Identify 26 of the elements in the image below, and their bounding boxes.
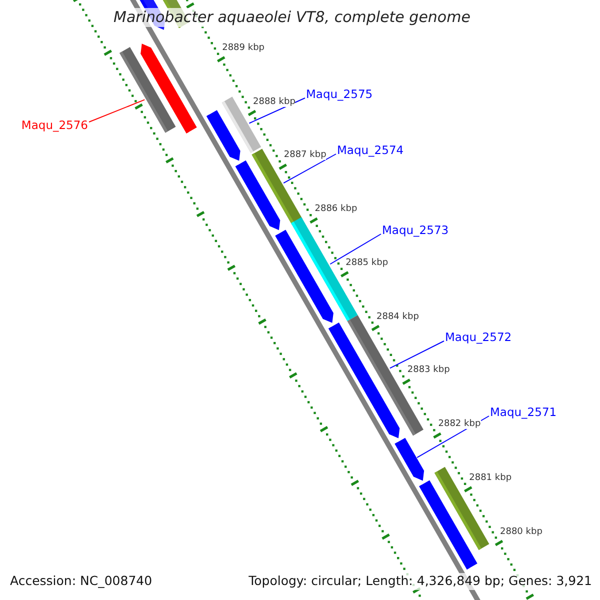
leader-line — [283, 154, 336, 184]
leader-line — [88, 99, 146, 122]
tick-label: 2885 kbp — [346, 258, 388, 268]
gene-label: Maqu_2574 — [337, 145, 404, 157]
leader-line — [330, 234, 382, 265]
gene-label: Maqu_2572 — [445, 332, 512, 344]
gene-feature — [394, 438, 424, 481]
gene-label: Maqu_2576 — [21, 120, 88, 132]
gene-label: Maqu_2573 — [382, 225, 449, 237]
tick-label: 2882 kbp — [438, 420, 481, 430]
tick-label: 2884 kbp — [376, 312, 419, 322]
footer-text: Topology: circular; Length: 4,326,849 bp; Genes: 3,921 — [246, 573, 594, 590]
tick-label: 2887 kbp — [284, 151, 326, 160]
gene-feature — [120, 44, 197, 134]
footer-text: Accession: NC_008740 — [8, 573, 154, 590]
tick-label: 2886 kbp — [314, 205, 358, 214]
tick-label: 2888 kbp — [253, 98, 296, 106]
leader-line — [389, 340, 444, 369]
gene-label: Maqu_2575 — [306, 89, 373, 101]
gene-feature — [419, 466, 490, 570]
gene-label: Maqu_2571 — [490, 407, 557, 419]
tick-label: 2880 kbp — [500, 528, 542, 537]
tick-label: 2889 kbp — [222, 44, 265, 53]
leader-line — [248, 98, 306, 124]
tick-label: 2883 kbp — [407, 366, 450, 376]
tick-label: 2881 kbp — [469, 474, 512, 483]
